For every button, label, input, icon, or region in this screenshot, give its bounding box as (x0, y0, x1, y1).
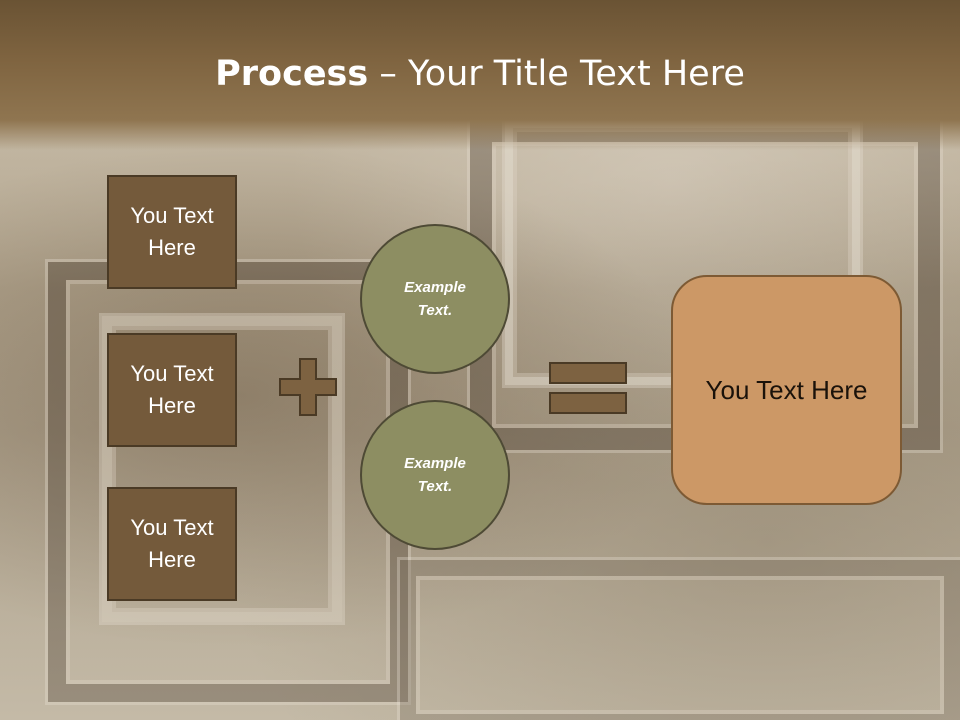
result-box[interactable]: You Text Here (671, 275, 902, 505)
plus-icon (279, 358, 337, 416)
background-frame (400, 560, 960, 720)
title-bar (0, 0, 960, 150)
example-circle-2[interactable]: Example Text. (360, 400, 510, 550)
title-bold: Process (215, 54, 369, 94)
background-frame (102, 316, 342, 622)
example-circle-1[interactable]: Example Text. (360, 224, 510, 374)
input-box-2[interactable]: You Text Here (107, 333, 237, 447)
input-box-3[interactable]: You Text Here (107, 487, 237, 601)
title-rest: – Your Title Text Here (368, 54, 745, 94)
slide-title[interactable]: Process – Your Title Text Here (0, 52, 960, 96)
input-box-1[interactable]: You Text Here (107, 175, 237, 289)
equals-icon (549, 362, 627, 414)
